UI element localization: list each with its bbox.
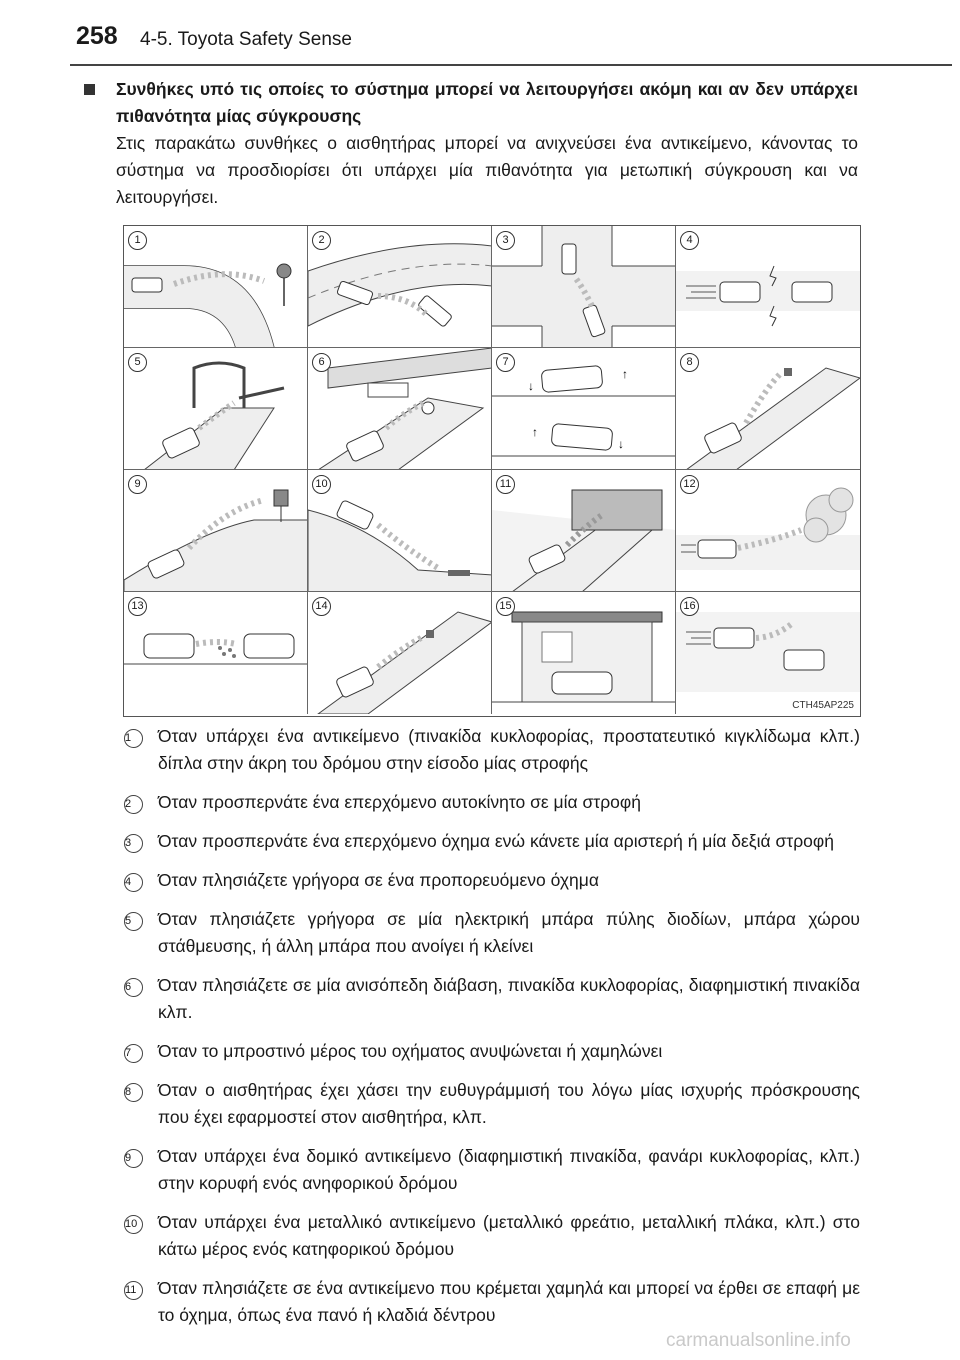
item-text: Όταν πλησιάζετε σε ένα αντικείμενο που κ… xyxy=(158,1278,860,1325)
svg-text:↓: ↓ xyxy=(618,437,624,451)
illustration-cell-16: 16 CTH45AP225 xyxy=(676,592,860,714)
item-number: 8 xyxy=(124,1083,143,1102)
item-text: Όταν προσπερνάτε ένα επερχόμενο αυτοκίνη… xyxy=(158,792,641,812)
item-text: Όταν πλησιάζετε γρήγορα σε μία ηλεκτρική… xyxy=(158,909,860,956)
cell-number: 10 xyxy=(312,475,331,494)
illustration-cell-11: 11 xyxy=(492,470,676,592)
curve-oncoming-car-illustration xyxy=(308,243,491,327)
item-text: Όταν υπάρχει ένα αντικείμενο (πινακίδα κ… xyxy=(158,726,860,773)
conditions-list: 1 Όταν υπάρχει ένα αντικείμενο (πινακίδα … xyxy=(124,723,860,1341)
item-number: 10 xyxy=(124,1215,143,1234)
illustration-cell-8: 8 xyxy=(676,348,860,470)
illustration-cell-14: 14 xyxy=(308,592,492,714)
item-number: 7 xyxy=(124,1044,143,1063)
cell-number: 13 xyxy=(128,597,147,616)
pitch-change-illustration: ↓ ↑ ↑ ↓ xyxy=(492,365,675,457)
list-item: 6 Όταν πλησιάζετε σε μία ανισόπεδη διάβασ… xyxy=(124,972,860,1026)
svg-text:↓: ↓ xyxy=(528,379,534,393)
item-text: Όταν πλησιάζετε γρήγορα σε ένα προπορευό… xyxy=(158,870,599,890)
item-number: 4 xyxy=(124,873,143,892)
item-number: 2 xyxy=(124,795,143,814)
intersection-turn-illustration xyxy=(492,226,675,347)
item-text: Όταν το μπροστινό μέρος του οχήματος ανυ… xyxy=(158,1041,663,1061)
gate-bar-illustration xyxy=(144,361,285,469)
illustration-grid: 1 2 3 xyxy=(123,225,861,717)
list-item: 2 Όταν προσπερνάτε ένα επερχόμενο αυτοκίν… xyxy=(124,789,860,816)
illustration-cell-3: 3 xyxy=(492,226,676,348)
cell-number: 8 xyxy=(680,353,699,372)
cell-number: 12 xyxy=(680,475,699,494)
list-item: 9 Όταν υπάρχει ένα δομικό αντικείμενο (δι… xyxy=(124,1143,860,1197)
approach-lead-vehicle-illustration xyxy=(676,265,860,327)
svg-text:↑: ↑ xyxy=(622,367,628,381)
illustration-cell-4: 4 xyxy=(676,226,860,348)
illustration-cell-10: 10 xyxy=(308,470,492,592)
downhill-metal-object-illustration xyxy=(308,500,491,591)
item-text: Όταν υπάρχει ένα μεταλλικό αντικείμενο (… xyxy=(158,1212,860,1259)
cell-number: 1 xyxy=(128,231,147,250)
section-title: 4-5. Toyota Safety Sense xyxy=(140,29,352,50)
illustration-cell-2: 2 xyxy=(308,226,492,348)
overpass-sign-illustration xyxy=(318,348,491,469)
cell-number: 16 xyxy=(680,597,699,616)
curve-road-sign-illustration xyxy=(124,263,292,347)
item-number: 3 xyxy=(124,834,143,853)
square-bullet-icon xyxy=(84,84,95,95)
svg-text:↑: ↑ xyxy=(532,425,538,439)
list-item: 3 Όταν προσπερνάτε ένα επερχόμενο όχημα ε… xyxy=(124,828,860,855)
illustration-cell-12: 12 xyxy=(676,470,860,592)
illustration-cell-6: 6 xyxy=(308,348,492,470)
intro-paragraph: Στις παρακάτω συνθήκες ο αισθητήρας μπορ… xyxy=(116,133,858,207)
cell-number: 6 xyxy=(312,353,331,372)
illustration-cell-7: ↓ ↑ ↑ ↓ 7 xyxy=(492,348,676,470)
item-number: 6 xyxy=(124,978,143,997)
illustration-cell-5: 5 xyxy=(124,348,308,470)
cell-number: 15 xyxy=(496,597,515,616)
item-text: Όταν ο αισθητήρας έχει χάσει την ευθυγρά… xyxy=(158,1080,860,1127)
list-item: 10 Όταν υπάρχει ένα μεταλλικό αντικείμενο… xyxy=(124,1209,860,1263)
exhaust-cloud-illustration xyxy=(124,633,307,665)
uphill-structure-illustration xyxy=(124,489,307,591)
page-number: 258 xyxy=(76,22,118,50)
list-item: 5 Όταν πλησιάζετε γρήγορα σε μία ηλεκτρικ… xyxy=(124,906,860,960)
cell-number: 11 xyxy=(496,475,515,494)
smoke-cloud-illustration xyxy=(676,487,860,570)
section-heading: Συνθήκες υπό τις οποίες το σύστημα μπορε… xyxy=(116,79,858,126)
item-text: Όταν υπάρχει ένα δομικό αντικείμενο (δια… xyxy=(158,1146,860,1193)
item-text: Όταν προσπερνάτε ένα επερχόμενο όχημα εν… xyxy=(158,831,834,851)
cell-number: 3 xyxy=(496,231,515,250)
figure-code: CTH45AP225 xyxy=(792,700,854,711)
list-item: 11 Όταν πλησιάζετε σε ένα αντικείμενο που… xyxy=(124,1275,860,1329)
road-debris-illustration xyxy=(317,611,491,714)
item-number: 1 xyxy=(124,729,143,748)
cell-number: 4 xyxy=(680,231,699,250)
illustration-cell-1: 1 xyxy=(124,226,308,348)
list-item: 1 Όταν υπάρχει ένα αντικείμενο (πινακίδα … xyxy=(124,723,860,777)
list-item: 4 Όταν πλησιάζετε γρήγορα σε ένα προπορευ… xyxy=(124,867,860,894)
header-divider xyxy=(70,64,952,66)
item-number: 9 xyxy=(124,1149,143,1168)
cell-number: 14 xyxy=(312,597,331,616)
illustration-cell-13: 13 xyxy=(124,592,308,714)
cell-number: 9 xyxy=(128,475,147,494)
item-text: Όταν πλησιάζετε σε μία ανισόπεδη διάβαση… xyxy=(158,975,860,1022)
list-item: 8 Όταν ο αισθητήρας έχει χάσει την ευθυγρ… xyxy=(124,1077,860,1131)
low-hanging-object-illustration xyxy=(492,489,675,591)
watermark: carmanualsonline.info xyxy=(666,1330,851,1351)
building-entrance-illustration xyxy=(492,611,675,703)
sensor-misalignment-illustration xyxy=(686,367,860,469)
cell-number: 2 xyxy=(312,231,331,250)
overtaking-car-illustration xyxy=(676,612,860,692)
list-item: 7 Όταν το μπροστινό μέρος του οχήματος αν… xyxy=(124,1038,860,1065)
illustration-cell-15: 15 xyxy=(492,592,676,714)
cell-number: 5 xyxy=(128,353,147,372)
item-number: 5 xyxy=(124,912,143,931)
illustration-cell-9: 9 xyxy=(124,470,308,592)
cell-number: 7 xyxy=(496,353,515,372)
item-number: 11 xyxy=(124,1281,143,1300)
